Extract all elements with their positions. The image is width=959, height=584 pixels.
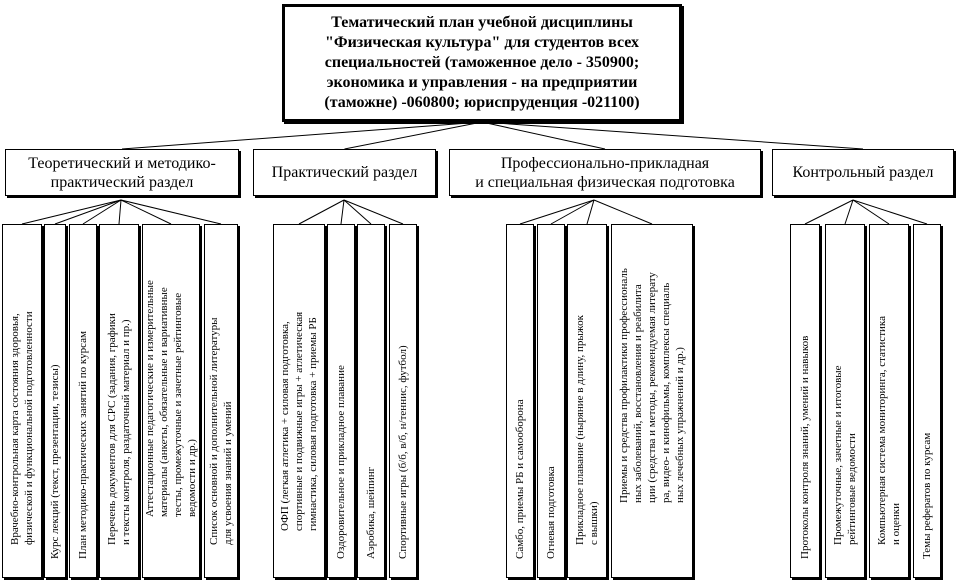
item-label: Темы рефератов по курсам [921,432,933,559]
section-practice: Практический раздел [253,149,436,196]
item-label: Компьютерная система мониторинга, статис… [876,316,902,545]
item-theory-attestation: Аттестационные педагогические и измерите… [142,224,200,578]
section-to-item-line [519,199,595,225]
section-to-item-line [343,199,372,225]
item-practice-sport-games: Спортивные игры (б/б, в/б, н/теннис, фут… [389,224,417,578]
item-control-monitoring: Компьютерная система мониторинга, статис… [869,224,909,578]
section-to-item-line [340,199,345,225]
item-label: Самбо, приемы РБ и самооборона [514,399,526,559]
section-to-item-line [21,199,122,225]
item-label: Приемы и средства профилактики профессио… [618,268,686,503]
section-theory-label: Теоретический и методико- практический р… [28,154,216,191]
item-label: Спортивные игры (б/б, в/б, н/теннис, фут… [397,345,409,559]
section-theory: Теоретический и методико- практический р… [5,149,239,196]
section-to-item-line [54,199,122,225]
title-to-section-line [121,121,483,150]
section-to-item-line [852,199,890,225]
item-theory-srs-documents: Перечень документов для СРС (задания, гр… [99,224,139,578]
item-label: ОФП (легкая атлетика + силовая подготовк… [279,311,319,531]
item-prof-prevention: Приемы и средства профилактики профессио… [611,224,693,578]
item-practice-aerobics: Аэробика, шейпинг [357,224,385,578]
title-to-section-line [344,121,483,150]
item-control-protocols: Протоколы контроля знаний, умений и навы… [790,224,820,578]
plan-title-box: Тематический план учебной дисциплины "Фи… [282,4,682,122]
item-label: Огневая подготовка [545,466,557,559]
item-label: Аттестационные педагогические и измерите… [144,280,198,517]
item-label: Курс лекций (текст, презентации, тезисы) [49,364,61,559]
item-theory-health-card: Врачебно-контрольная карта состояния здо… [2,224,42,578]
item-practice-swimming: Оздоровительное и прикладное плавание [327,224,355,578]
item-label: Перечень документов для СРС (задания, гр… [106,313,132,545]
item-theory-practice-plan: План методико-практических занятий по ку… [69,224,97,578]
section-professional-label: Профессионально-прикладная и специальная… [475,154,735,191]
section-to-item-line [298,199,345,225]
item-control-ratings: Промежуточные, зачетные и итоговые рейти… [825,224,865,578]
section-practice-label: Практический раздел [271,164,418,181]
item-control-essays: Темы рефератов по курсам [913,224,941,578]
item-label: Аэробика, шейпинг [365,466,377,559]
section-to-item-line [844,199,854,225]
section-to-item-line [82,199,122,225]
section-to-item-line [586,199,595,225]
title-to-section-line [481,121,606,150]
item-theory-lectures: Курс лекций (текст, презентации, тезисы) [44,224,66,578]
item-label: Прикладное плавание (ныряние в длину, пр… [574,315,600,545]
section-professional: Профессионально-прикладная и специальная… [449,149,761,196]
section-control: Контрольный раздел [772,149,954,196]
item-label: Врачебно-контрольная карта состояния здо… [9,311,35,545]
item-label: Промежуточные, зачетные и итоговые рейти… [832,365,858,545]
section-to-item-line [804,199,854,225]
item-practice-ofp: ОФП (легкая атлетика + силовая подготовк… [273,224,325,578]
item-prof-sambo: Самбо, приемы РБ и самооборона [506,224,534,578]
section-to-item-line [593,199,653,225]
item-prof-applied-swimming: Прикладное плавание (ныряние в длину, пр… [567,224,607,578]
section-to-item-line [852,199,928,225]
item-label: Список основной и дополнительной литерат… [208,317,234,545]
item-label: Оздоровительное и прикладное плавание [335,365,347,559]
item-prof-firearms: Огневая подготовка [537,224,565,578]
plan-title: Тематический план учебной дисциплины "Фи… [324,14,640,111]
section-to-item-line [118,199,122,225]
item-label: Протоколы контроля знаний, умений и навы… [799,335,811,559]
section-to-item-line [550,199,595,225]
section-to-item-line [120,199,172,225]
section-to-item-line [343,199,404,225]
section-to-item-line [120,199,222,225]
title-to-section-line [481,121,864,150]
section-control-label: Контрольный раздел [792,164,934,181]
item-label: План методико-практических занятий по ку… [77,331,89,559]
item-theory-literature: Список основной и дополнительной литерат… [204,224,238,578]
